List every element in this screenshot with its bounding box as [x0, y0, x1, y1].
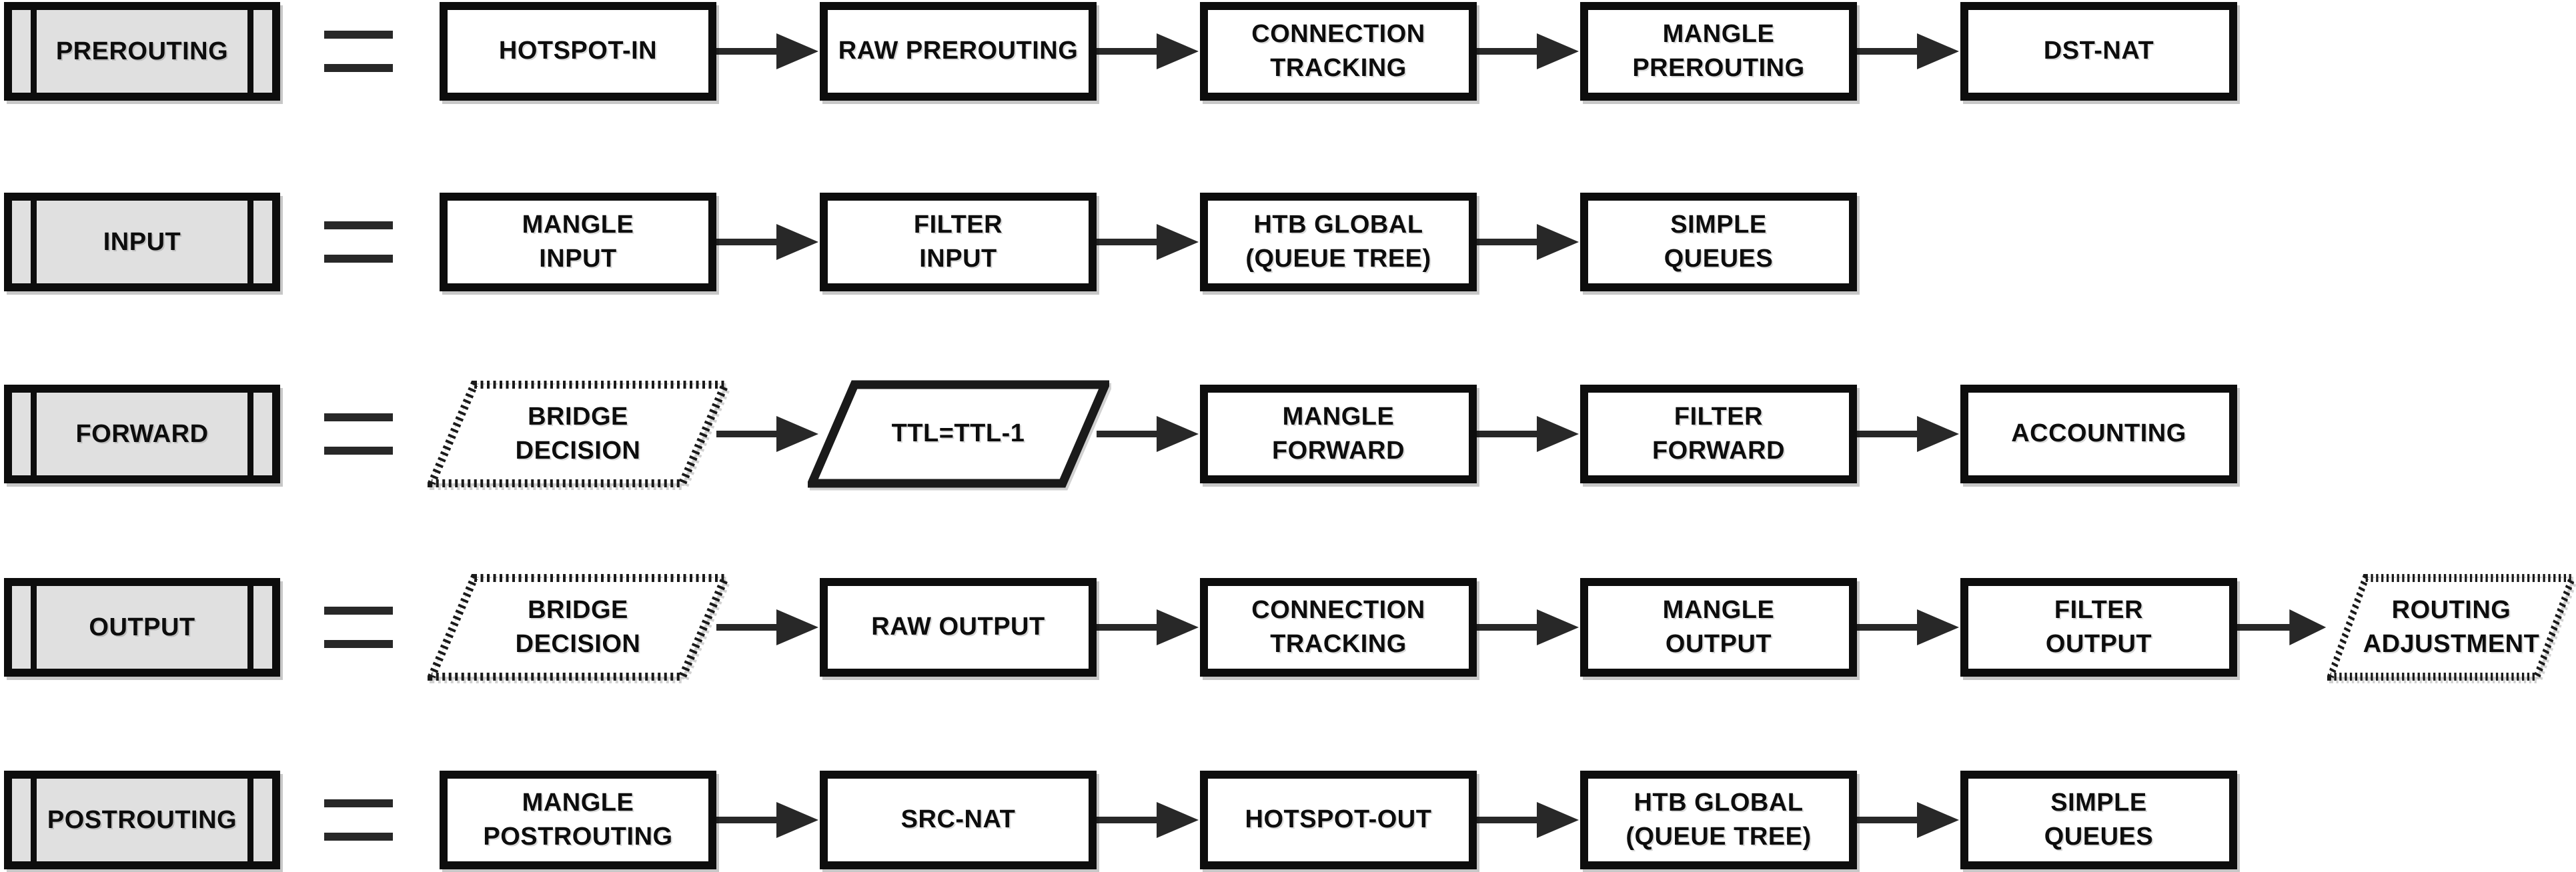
arrow-right-icon: [1477, 414, 1580, 454]
arrow-right-icon: [1857, 31, 1960, 71]
arrow-right-icon: [1477, 222, 1580, 262]
arrow-right-icon: [1477, 31, 1580, 71]
chain-label-prerouting: PREROUTING: [4, 2, 280, 101]
node-raw-output: RAW OUTPUT: [820, 577, 1097, 677]
chain-label-input: INPUT: [4, 193, 280, 291]
node-connection-tracking: CONNECTION TRACKING: [1200, 577, 1477, 677]
arrow-right-icon: [716, 222, 820, 262]
node-raw-prerouting: RAW PREROUTING: [820, 1, 1097, 101]
arrow-right-icon: [1097, 31, 1200, 71]
node-mangle-prerouting: MANGLE PREROUTING: [1580, 1, 1857, 101]
equals-icon: [324, 413, 393, 455]
equals-icon: [324, 31, 393, 72]
arrow-right-icon: [1097, 222, 1200, 262]
node-dst-nat: DST-NAT: [1960, 1, 2237, 101]
node-src-nat: SRC-NAT: [820, 770, 1097, 870]
node-bridge-decision: BRIDGE DECISION: [440, 384, 716, 484]
chain-label-text: FORWARD: [75, 419, 209, 448]
chain-row-input: INPUT MANGLE INPUT FILTER INPUT HTB GLOB…: [4, 192, 1857, 292]
chain-label-postrouting: POSTROUTING: [4, 771, 280, 869]
arrow-right-icon: [716, 800, 820, 840]
node-htb-global-queue-tree: HTB GLOBAL (QUEUE TREE): [1580, 770, 1857, 870]
chain-row-output: OUTPUT BRIDGE DECISION RAW OUTPUT CONNEC…: [4, 577, 2575, 677]
arrow-right-icon: [716, 414, 820, 454]
arrow-right-icon: [1857, 414, 1960, 454]
equals-icon: [324, 221, 393, 263]
equals-icon: [324, 799, 393, 841]
node-connection-tracking: CONNECTION TRACKING: [1200, 1, 1477, 101]
chain-label-text: POSTROUTING: [47, 805, 237, 834]
arrow-right-icon: [2237, 607, 2327, 647]
equals-icon: [324, 607, 393, 648]
node-accounting: ACCOUNTING: [1960, 384, 2237, 484]
node-bridge-decision: BRIDGE DECISION: [440, 577, 716, 677]
node-mangle-output: MANGLE OUTPUT: [1580, 577, 1857, 677]
node-filter-input: FILTER INPUT: [820, 192, 1097, 292]
chain-label-text: OUTPUT: [89, 613, 195, 641]
arrow-right-icon: [716, 31, 820, 71]
arrow-right-icon: [1097, 607, 1200, 647]
node-filter-output: FILTER OUTPUT: [1960, 577, 2237, 677]
node-htb-global-queue-tree: HTB GLOBAL (QUEUE TREE): [1200, 192, 1477, 292]
node-hotspot-out: HOTSPOT-OUT: [1200, 770, 1477, 870]
chain-label-text: INPUT: [103, 227, 181, 256]
chain-row-postrouting: POSTROUTING MANGLE POSTROUTING SRC-NAT H…: [4, 770, 2237, 870]
arrow-right-icon: [1097, 800, 1200, 840]
arrow-right-icon: [1097, 414, 1200, 454]
chain-row-forward: FORWARD BRIDGE DECISION TTL=TTL-1 MANGLE…: [4, 384, 2237, 484]
node-filter-forward: FILTER FORWARD: [1580, 384, 1857, 484]
node-simple-queues: SIMPLE QUEUES: [1960, 770, 2237, 870]
arrow-right-icon: [1857, 800, 1960, 840]
arrow-right-icon: [1857, 607, 1960, 647]
node-simple-queues: SIMPLE QUEUES: [1580, 192, 1857, 292]
node-mangle-input: MANGLE INPUT: [440, 192, 716, 292]
chain-label-output: OUTPUT: [4, 578, 280, 677]
chain-label-forward: FORWARD: [4, 385, 280, 483]
node-routing-adjustment: ROUTING ADJUSTMENT: [2327, 577, 2575, 677]
chain-label-text: PREROUTING: [55, 37, 229, 65]
node-hotspot-in: HOTSPOT-IN: [440, 1, 716, 101]
arrow-right-icon: [1477, 800, 1580, 840]
arrow-right-icon: [1477, 607, 1580, 647]
arrow-right-icon: [716, 607, 820, 647]
node-mangle-postrouting: MANGLE POSTROUTING: [440, 770, 716, 870]
node-ttl-decrement: TTL=TTL-1: [820, 384, 1097, 484]
node-mangle-forward: MANGLE FORWARD: [1200, 384, 1477, 484]
chain-row-prerouting: PREROUTING HOTSPOT-IN RAW PREROUTING CON…: [4, 1, 2237, 101]
